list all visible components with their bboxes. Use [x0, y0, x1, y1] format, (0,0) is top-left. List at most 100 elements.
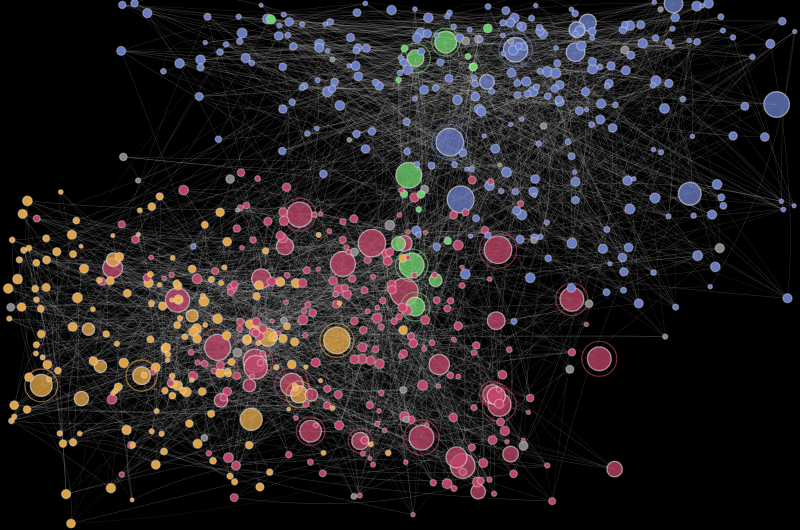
- graph-edge: [155, 318, 181, 465]
- graph-edge: [356, 85, 654, 135]
- graph-edge: [660, 135, 734, 159]
- red-node: [478, 457, 489, 469]
- graph-edge: [120, 3, 366, 52]
- red-node: [486, 311, 506, 331]
- graph-edge: [262, 353, 385, 431]
- graph-edge: [660, 8, 691, 195]
- graph-edge: [151, 206, 439, 387]
- red-node: [256, 358, 265, 367]
- graph-edge: [138, 234, 428, 426]
- green-node: [391, 236, 407, 252]
- blue-node: [780, 206, 787, 213]
- orange-node: [272, 363, 280, 371]
- graph-edge: [323, 173, 656, 203]
- graph-edge: [99, 108, 284, 281]
- graph-edge: [400, 356, 484, 464]
- graph-edge: [399, 316, 455, 340]
- red-node: [499, 425, 511, 437]
- red-node: [432, 295, 441, 305]
- graph-edge: [324, 23, 666, 337]
- graph-edge: [362, 345, 477, 454]
- graph-edge: [167, 238, 283, 361]
- green-node: [395, 161, 423, 189]
- red-node: [379, 296, 387, 305]
- grey-node: [507, 37, 515, 45]
- red-node: [443, 304, 452, 313]
- graph-edge: [487, 0, 572, 10]
- graph-edge: [139, 210, 206, 326]
- graph-edge: [65, 234, 319, 495]
- graph-edge: [356, 22, 504, 135]
- graph-edge: [134, 2, 347, 248]
- blue-node: [443, 13, 451, 20]
- graph-edge: [320, 213, 378, 425]
- graph-edge: [415, 29, 624, 231]
- graph-edge: [317, 268, 336, 298]
- graph-edge: [200, 59, 656, 199]
- orange-node: [60, 488, 72, 500]
- graph-edge: [315, 289, 365, 363]
- graph-edge: [59, 328, 197, 434]
- graph-edge: [204, 363, 428, 426]
- blue-node: [361, 43, 371, 53]
- orange-node: [36, 329, 46, 339]
- graph-edge: [376, 345, 477, 425]
- red-node: [516, 200, 525, 208]
- orange-node: [178, 386, 187, 395]
- graph-edge: [137, 206, 153, 275]
- red-node: [420, 314, 431, 325]
- graph-edge: [369, 299, 573, 406]
- graph-edge: [515, 191, 654, 273]
- blue-node: [791, 203, 797, 209]
- graph-edge: [212, 367, 277, 462]
- graph-edge: [312, 312, 374, 465]
- graph-edge: [295, 224, 391, 284]
- graph-edge: [318, 230, 629, 248]
- graph-edge: [223, 291, 239, 398]
- red-node: [278, 207, 288, 217]
- graph-edge: [235, 325, 459, 466]
- graph-edge: [250, 329, 404, 420]
- graph-edge: [513, 119, 601, 322]
- red-node: [431, 271, 439, 279]
- graph-edge: [314, 214, 412, 421]
- graph-edge: [527, 3, 674, 95]
- graph-edge: [415, 89, 432, 166]
- graph-edge: [416, 37, 698, 256]
- graph-edge: [531, 17, 601, 120]
- graph-edge: [13, 22, 589, 406]
- red-node: [504, 438, 510, 445]
- graph-edge: [45, 238, 125, 364]
- graph-edge: [251, 40, 698, 64]
- blue-node: [658, 102, 671, 115]
- graph-edge: [26, 409, 72, 524]
- graph-edge: [127, 292, 229, 372]
- graph-edge: [204, 30, 504, 43]
- graph-edge: [57, 282, 149, 371]
- graph-edge: [609, 214, 713, 264]
- graph-edge: [36, 262, 133, 501]
- blue-node: [367, 127, 377, 136]
- graph-edge: [579, 30, 662, 153]
- graph-edge: [281, 133, 308, 188]
- graph-edge: [204, 42, 432, 166]
- graph-edge: [41, 196, 160, 386]
- blue-node: [413, 160, 421, 168]
- blue-node: [543, 92, 552, 101]
- graph-edge: [316, 62, 441, 129]
- graph-edge: [10, 280, 436, 308]
- graph-edge: [255, 186, 287, 334]
- red-node: [520, 437, 527, 443]
- graph-edge: [112, 235, 193, 270]
- graph-edge: [183, 189, 304, 321]
- graph-edge: [415, 57, 449, 241]
- orange-node: [221, 330, 232, 341]
- blue-node: [597, 243, 609, 254]
- graph-edge: [470, 106, 746, 237]
- graph-edge: [348, 139, 425, 190]
- graph-edge: [71, 91, 586, 235]
- graph-edge: [151, 410, 162, 438]
- red-node: [406, 332, 416, 341]
- graph-edge: [197, 209, 784, 445]
- graph-edge: [56, 251, 67, 495]
